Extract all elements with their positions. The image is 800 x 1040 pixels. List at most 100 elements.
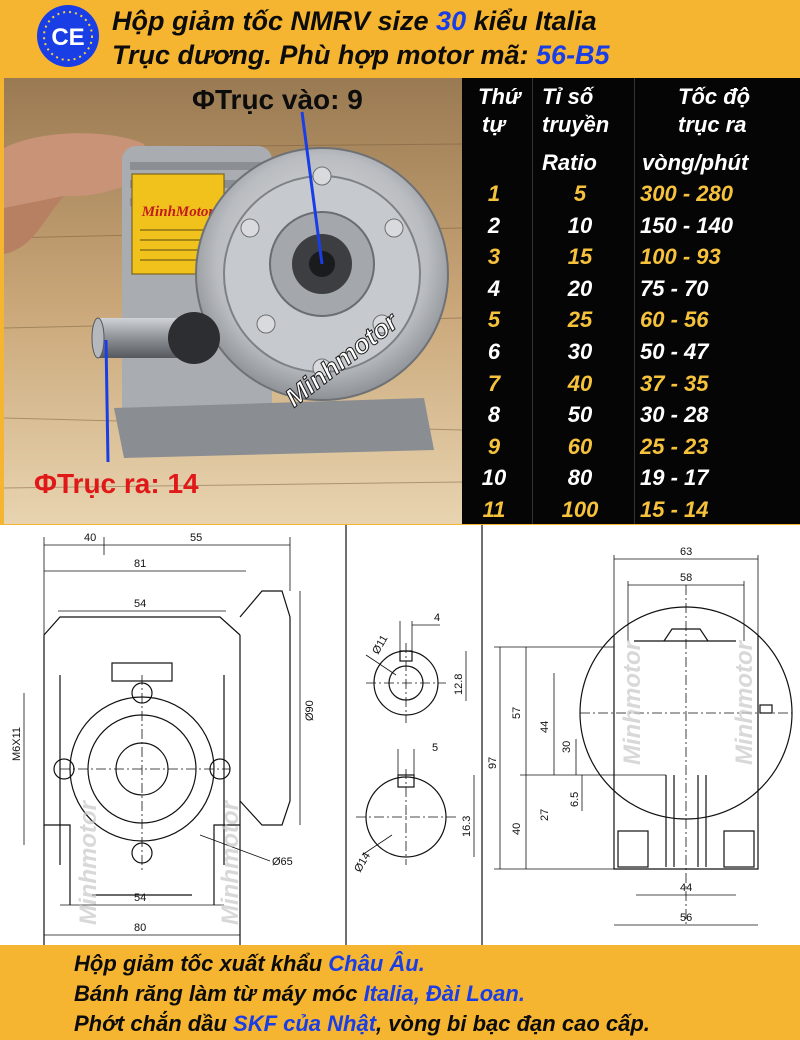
input-pointer-line: [300, 111, 324, 265]
input-shaft-label: ΦTrục vào: 9: [192, 84, 363, 115]
dim-16-3: 16.3: [461, 816, 473, 837]
dim-54-bottom: 54: [134, 892, 146, 904]
row-no: 3: [487, 244, 501, 270]
row-speed: 50 - 47: [640, 339, 709, 364]
row-no: 6: [487, 339, 501, 364]
row-no: 11: [482, 497, 506, 522]
dim-63: 63: [680, 546, 692, 558]
row-no: 8: [487, 402, 501, 428]
dim-54-top: 54: [134, 598, 146, 610]
header: CE Hộp giảm tốc NMRV size 30 kiểu Italia…: [0, 0, 800, 76]
row-speed: 15 - 14: [640, 497, 709, 522]
footer-line-1-text: Hộp giảm tốc xuất khẩu: [74, 951, 329, 976]
table-row: 2 10 150 - 140: [462, 210, 800, 242]
row-speed: 37 - 35: [640, 370, 709, 396]
dim-phi11: Ø11: [370, 633, 390, 656]
dim-40-vertical: 40: [511, 823, 523, 835]
dim-phi14: Ø14: [352, 850, 373, 874]
table-row: 3 15 100 - 93: [462, 241, 800, 273]
table-row: 9 60 25 - 23: [462, 431, 800, 463]
dim-40: 40: [84, 532, 96, 544]
dim-phi65: Ø65: [272, 856, 293, 868]
dim-4: 4: [434, 612, 440, 624]
row-no: 5: [487, 307, 501, 333]
drawing-watermark: Minhmotor: [619, 639, 646, 765]
row-no: 2: [487, 212, 501, 238]
row-speed: 30 - 28: [640, 402, 709, 428]
dim-phi90: Ø90: [304, 700, 316, 721]
row-ratio: 25: [567, 307, 593, 333]
nameplate-brand: MinhMotor: [141, 204, 215, 220]
row-ratio: 100: [561, 497, 599, 522]
row-ratio: 15: [567, 244, 593, 270]
row-speed: 300 - 280: [640, 181, 733, 206]
header-size: 30: [436, 6, 467, 36]
motor-code: 56-B5: [536, 40, 610, 70]
col-speed-sub: vòng/phút: [642, 150, 749, 175]
row-speed: 19 - 17: [640, 465, 709, 491]
footer-line-2: Bánh răng làm từ máy móc Italia, Đài Loa…: [74, 981, 525, 1007]
drawing-watermark: Minhmotor: [75, 799, 102, 925]
row-speed: 75 - 70: [640, 275, 709, 301]
footer-line-2-highlight: Italia, Đài Loan.: [363, 981, 525, 1006]
header-line-1-text: Hộp giảm tốc NMRV size: [112, 6, 437, 36]
row-ratio: 50: [567, 402, 593, 428]
table-row: 6 30 50 - 47: [462, 336, 800, 368]
row-speed: 150 - 140: [640, 212, 733, 238]
dim-m6x11: M6X11: [11, 727, 23, 761]
row-ratio: 5: [573, 181, 587, 206]
dim-5: 5: [432, 742, 438, 754]
row-ratio: 10: [567, 212, 593, 238]
technical-drawing: 40 55 81 54 54 80 M6X11 Ø90 Ø65: [0, 525, 800, 945]
col-no-header-b: tự: [482, 112, 506, 137]
col-ratio-header-b: truyền: [542, 112, 610, 137]
footer-line-3: Phớt chắn dầu SKF của Nhật, vòng bi bạc …: [74, 1011, 650, 1037]
dim-44-horizontal: 44: [680, 882, 692, 894]
col-ratio-header-a: Tỉ số: [542, 84, 594, 109]
col-no-header-a: Thứ: [478, 84, 521, 109]
row-no: 10: [481, 465, 507, 491]
footer: Hộp giảm tốc xuất khẩu Châu Âu. Bánh răn…: [0, 945, 800, 1040]
footer-line-2-text: Bánh răng làm từ máy móc: [74, 981, 364, 1006]
col-speed-header-b: trục ra: [678, 112, 747, 137]
footer-line-1-highlight: Châu Âu.: [328, 951, 425, 976]
gearbox-illustration: MinhMotor Minhmotor: [4, 78, 462, 524]
footer-line-1: Hộp giảm tốc xuất khẩu Châu Âu.: [74, 951, 425, 977]
dim-57: 57: [511, 707, 523, 719]
dim-27: 27: [539, 809, 551, 821]
ratio-table: Thứ tự Tỉ số truyền Ratio Tốc độ trục ra…: [462, 78, 800, 524]
dim-81: 81: [134, 558, 146, 570]
table-row: 7 40 37 - 35: [462, 368, 800, 400]
dim-58: 58: [680, 572, 692, 584]
header-line-2: Trục dương. Phù hợp motor mã: 56-B5: [112, 40, 610, 71]
row-ratio: 80: [567, 465, 593, 491]
row-ratio: 30: [567, 339, 593, 364]
drawing-watermark: Minhmotor: [217, 799, 244, 925]
header-line-2-text: Trục dương. Phù hợp motor mã:: [112, 40, 537, 70]
output-shaft-label: ΦTrục ra: 14: [34, 468, 199, 499]
row-ratio: 60: [567, 433, 593, 459]
dim-44-vertical: 44: [539, 721, 551, 733]
footer-line-3-highlight: SKF của Nhật: [233, 1011, 377, 1036]
footer-line-3-post: , vòng bi bạc đạn cao cấp.: [376, 1011, 650, 1036]
table-row: 10 80 19 - 17: [462, 462, 800, 494]
row-ratio: 20: [567, 275, 593, 301]
ce-mark-icon: CE: [37, 5, 99, 67]
row-no: 4: [487, 275, 501, 301]
row-speed: 100 - 93: [640, 244, 721, 270]
table-row: 8 50 30 - 28: [462, 399, 800, 431]
drawing-svg: 40 55 81 54 54 80 M6X11 Ø90 Ø65: [11, 525, 793, 945]
table-row: 5 25 60 - 56: [462, 304, 800, 336]
col-speed-header-a: Tốc độ: [678, 84, 751, 109]
product-photo: MinhMotor Minhmotor Φ: [4, 78, 462, 524]
output-pointer-line: [104, 339, 110, 463]
drawing-watermark: Minhmotor: [731, 639, 758, 765]
table-row: 1 5 300 - 280: [462, 178, 800, 210]
hand-shape: [4, 133, 154, 208]
dim-56: 56: [680, 912, 692, 924]
dim-12-8: 12.8: [453, 674, 465, 695]
table-divider: [634, 78, 635, 524]
header-line-1: Hộp giảm tốc NMRV size 30 kiểu Italia: [112, 6, 597, 37]
row-no: 9: [487, 433, 501, 459]
row-no: 1: [487, 181, 501, 206]
